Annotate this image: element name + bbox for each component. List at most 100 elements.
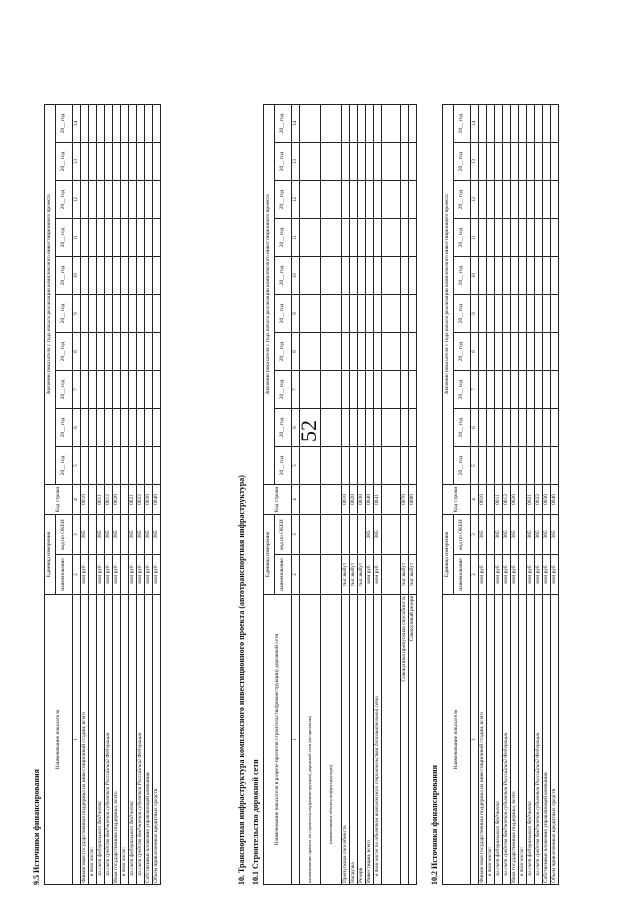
value-cell[interactable] — [526, 142, 535, 181]
value-cell[interactable] — [88, 256, 97, 295]
value-cell[interactable] — [526, 180, 535, 219]
value-cell[interactable] — [373, 370, 382, 409]
value-cell[interactable] — [510, 332, 519, 371]
value-cell[interactable] — [373, 142, 382, 181]
value-cell[interactable] — [136, 294, 145, 333]
value-cell[interactable] — [502, 370, 511, 409]
value-cell[interactable] — [128, 294, 137, 333]
value-cell[interactable] — [136, 256, 145, 295]
value-cell[interactable] — [112, 104, 121, 143]
value-cell[interactable] — [542, 218, 551, 257]
value-cell[interactable] — [526, 370, 535, 409]
value-cell[interactable] — [408, 408, 417, 447]
value-cell[interactable] — [373, 446, 382, 485]
value-cell[interactable] — [408, 180, 417, 219]
value-cell[interactable] — [144, 104, 153, 143]
value-cell[interactable] — [373, 408, 382, 447]
value-cell[interactable] — [534, 370, 543, 409]
value-cell[interactable] — [349, 332, 358, 371]
value-cell[interactable] — [518, 104, 527, 143]
value-cell[interactable] — [526, 104, 535, 143]
value-cell[interactable] — [526, 408, 535, 447]
value-cell[interactable] — [88, 446, 97, 485]
value-cell[interactable] — [510, 142, 519, 181]
value-cell[interactable] — [373, 218, 382, 257]
value-cell[interactable] — [152, 294, 161, 333]
value-cell[interactable] — [104, 256, 113, 295]
value-cell[interactable] — [349, 104, 358, 143]
value-cell[interactable] — [400, 370, 409, 409]
value-cell[interactable] — [88, 142, 97, 181]
value-cell[interactable] — [128, 370, 137, 409]
value-cell[interactable] — [518, 370, 527, 409]
value-cell[interactable] — [534, 408, 543, 447]
value-cell[interactable] — [408, 142, 417, 181]
value-cell[interactable] — [400, 218, 409, 257]
value-cell[interactable] — [408, 104, 417, 143]
value-cell[interactable] — [486, 256, 495, 295]
value-cell[interactable] — [478, 294, 487, 333]
value-cell[interactable] — [518, 408, 527, 447]
value-cell[interactable] — [96, 218, 105, 257]
value-cell[interactable] — [494, 142, 503, 181]
value-cell[interactable] — [486, 218, 495, 257]
value-cell[interactable] — [128, 256, 137, 295]
value-cell[interactable] — [152, 370, 161, 409]
value-cell[interactable] — [341, 446, 350, 485]
value-cell[interactable] — [534, 104, 543, 143]
value-cell[interactable] — [510, 180, 519, 219]
value-cell[interactable] — [486, 370, 495, 409]
value-cell[interactable] — [88, 180, 97, 219]
value-cell[interactable] — [349, 370, 358, 409]
value-cell[interactable] — [88, 332, 97, 371]
value-cell[interactable] — [408, 446, 417, 485]
value-cell[interactable] — [502, 446, 511, 485]
value-cell[interactable] — [373, 256, 382, 295]
value-cell[interactable] — [542, 408, 551, 447]
value-cell[interactable] — [112, 408, 121, 447]
value-cell[interactable] — [518, 180, 527, 219]
value-cell[interactable] — [341, 370, 350, 409]
value-cell[interactable] — [550, 256, 559, 295]
value-cell[interactable] — [550, 218, 559, 257]
value-cell[interactable] — [357, 256, 366, 295]
value-cell[interactable] — [152, 104, 161, 143]
value-cell[interactable] — [478, 408, 487, 447]
value-cell[interactable] — [120, 446, 129, 485]
value-cell[interactable] — [152, 446, 161, 485]
value-cell[interactable] — [494, 294, 503, 333]
value-cell[interactable] — [341, 408, 350, 447]
value-cell[interactable] — [534, 142, 543, 181]
value-cell[interactable] — [494, 256, 503, 295]
value-cell[interactable] — [400, 446, 409, 485]
value-cell[interactable] — [534, 256, 543, 295]
value-cell[interactable] — [494, 408, 503, 447]
value-cell[interactable] — [152, 180, 161, 219]
value-cell[interactable] — [400, 408, 409, 447]
value-cell[interactable] — [96, 256, 105, 295]
value-cell[interactable] — [502, 142, 511, 181]
value-cell[interactable] — [144, 142, 153, 181]
value-cell[interactable] — [341, 294, 350, 333]
value-cell[interactable] — [518, 294, 527, 333]
value-cell[interactable] — [486, 408, 495, 447]
value-cell[interactable] — [136, 446, 145, 485]
value-cell[interactable] — [526, 332, 535, 371]
value-cell[interactable] — [152, 408, 161, 447]
value-cell[interactable] — [128, 104, 137, 143]
value-cell[interactable] — [550, 408, 559, 447]
value-cell[interactable] — [494, 180, 503, 219]
value-cell[interactable] — [542, 294, 551, 333]
value-cell[interactable] — [104, 370, 113, 409]
value-cell[interactable] — [80, 446, 89, 485]
value-cell[interactable] — [341, 256, 350, 295]
value-cell[interactable] — [550, 332, 559, 371]
value-cell[interactable] — [80, 408, 89, 447]
value-cell[interactable] — [400, 180, 409, 219]
value-cell[interactable] — [534, 332, 543, 371]
value-cell[interactable] — [96, 408, 105, 447]
value-cell[interactable] — [518, 218, 527, 257]
value-cell[interactable] — [104, 104, 113, 143]
value-cell[interactable] — [120, 218, 129, 257]
value-cell[interactable] — [510, 294, 519, 333]
